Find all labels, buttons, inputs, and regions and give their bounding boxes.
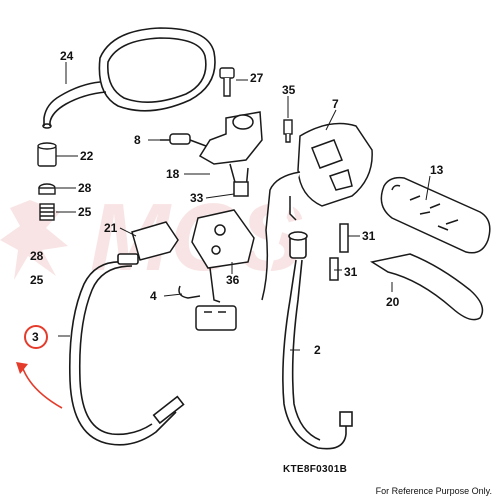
handle-grip xyxy=(380,176,491,254)
callout-28-upper: 28 xyxy=(78,181,92,195)
mirror-nut xyxy=(37,142,57,221)
highlight-arrow xyxy=(21,365,63,409)
callout-36: 36 xyxy=(226,273,240,287)
highlight-circle xyxy=(24,325,48,349)
clutch-cable xyxy=(68,253,185,446)
callout-27: 27 xyxy=(250,71,264,85)
callout-25-lower: 25 xyxy=(30,273,44,287)
callout-18: 18 xyxy=(166,167,180,181)
callout-22: 22 xyxy=(80,149,94,163)
callout-3: 3 xyxy=(32,330,39,344)
callout-8: 8 xyxy=(134,133,141,147)
footer-note: For Reference Purpose Only. xyxy=(375,486,492,496)
callout-4: 4 xyxy=(150,289,157,303)
throttle-cable xyxy=(282,231,353,450)
switch-housing xyxy=(261,122,373,301)
callout-33: 33 xyxy=(190,191,204,205)
callout-2: 2 xyxy=(314,343,321,357)
lever-holder xyxy=(160,111,263,192)
highlight-arrowhead xyxy=(16,362,28,374)
callout-28-lower: 28 xyxy=(30,249,44,263)
bolt-35 xyxy=(283,119,293,143)
callout-7: 7 xyxy=(332,97,339,111)
diagram-code: KTE8F0301B xyxy=(283,464,348,475)
mirror-assembly xyxy=(42,27,216,129)
callout-24: 24 xyxy=(60,49,74,63)
callout-35: 35 xyxy=(282,83,296,97)
leader-lines xyxy=(56,62,431,351)
brake-lever xyxy=(329,223,484,321)
callout-20: 20 xyxy=(386,295,400,309)
callout-31-lower: 31 xyxy=(344,265,358,279)
callout-21: 21 xyxy=(104,221,118,235)
callout-25-upper: 25 xyxy=(78,205,92,219)
callout-13: 13 xyxy=(430,163,444,177)
bolt-27 xyxy=(219,67,235,97)
callout-31-upper: 31 xyxy=(362,229,376,243)
